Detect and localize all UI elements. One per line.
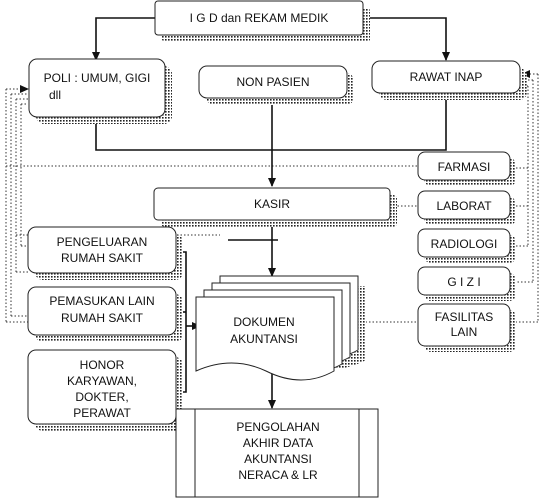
dokumen-label-line2: AKUNTANSI bbox=[230, 332, 298, 346]
dokumen-label-line1: DOKUMEN bbox=[233, 315, 294, 329]
farmasi-label: FARMASI bbox=[438, 160, 491, 174]
rawat-inap-label: RAWAT INAP bbox=[410, 70, 483, 84]
igd-label: I G D dan REKAM MEDIK bbox=[190, 11, 329, 25]
farmasi-node: FARMASI bbox=[417, 151, 516, 186]
laborat-label: LABORAT bbox=[436, 199, 492, 213]
gizi-label: G I Z I bbox=[447, 275, 480, 289]
non-pasien-label: NON PASIEN bbox=[236, 75, 309, 89]
rawat-inap-node: RAWAT INAP bbox=[371, 60, 527, 100]
pemasukan-label-line2: RUMAH SAKIT bbox=[61, 311, 144, 325]
radiologi-node: RADIOLOGI bbox=[417, 228, 516, 263]
fasilitas-label-line1: FASILITAS bbox=[435, 310, 493, 324]
pengeluaran-node: PENGELUARAN RUMAH SAKIT bbox=[27, 226, 183, 280]
honor-node: HONOR KARYAWAN, DOKTER, PERAWAT bbox=[27, 349, 183, 431]
kasir-node: KASIR bbox=[153, 187, 397, 227]
gizi-node: G I Z I bbox=[417, 266, 516, 301]
honor-label-line1: HONOR bbox=[80, 358, 125, 372]
pengeluaran-label-line1: PENGELUARAN bbox=[57, 235, 148, 249]
fasilitas-label-line2: LAIN bbox=[451, 325, 478, 339]
pemasukan-label-line1: PEMASUKAN LAIN bbox=[49, 294, 154, 308]
pengolahan-label-line1: PENGOLAHAN bbox=[236, 420, 319, 434]
igd-node: I G D dan REKAM MEDIK bbox=[154, 0, 370, 42]
pengolahan-label-line4: NERACA & LR bbox=[238, 468, 318, 482]
poli-node: POLI : UMUM, GIGI dll bbox=[28, 58, 172, 124]
radiologi-label: RADIOLOGI bbox=[431, 237, 498, 251]
poli-label-line1: POLI : UMUM, GIGI bbox=[44, 71, 151, 85]
dokumen-akuntansi-node: DOKUMEN AKUNTANSI bbox=[195, 275, 366, 381]
pengolahan-label-line2: AKHIR DATA bbox=[243, 436, 313, 450]
pengolahan-node: PENGOLAHAN AKHIR DATA AKUNTANSI NERACA &… bbox=[175, 408, 379, 498]
honor-label-line3: DOKTER, bbox=[75, 390, 128, 404]
fasilitas-lain-node: FASILITAS LAIN bbox=[417, 303, 516, 352]
poli-label-line2: dll bbox=[49, 88, 61, 102]
pengeluaran-label-line2: RUMAH SAKIT bbox=[61, 251, 144, 265]
non-pasien-node: NON PASIEN bbox=[198, 65, 354, 105]
honor-label-line2: KARYAWAN, bbox=[67, 374, 137, 388]
pemasukan-node: PEMASUKAN LAIN RUMAH SAKIT bbox=[27, 286, 183, 342]
honor-label-line4: PERAWAT bbox=[73, 406, 131, 420]
laborat-node: LABORAT bbox=[417, 190, 516, 225]
pengolahan-label-line3: AKUNTANSI bbox=[244, 452, 312, 466]
kasir-label: KASIR bbox=[254, 197, 290, 211]
